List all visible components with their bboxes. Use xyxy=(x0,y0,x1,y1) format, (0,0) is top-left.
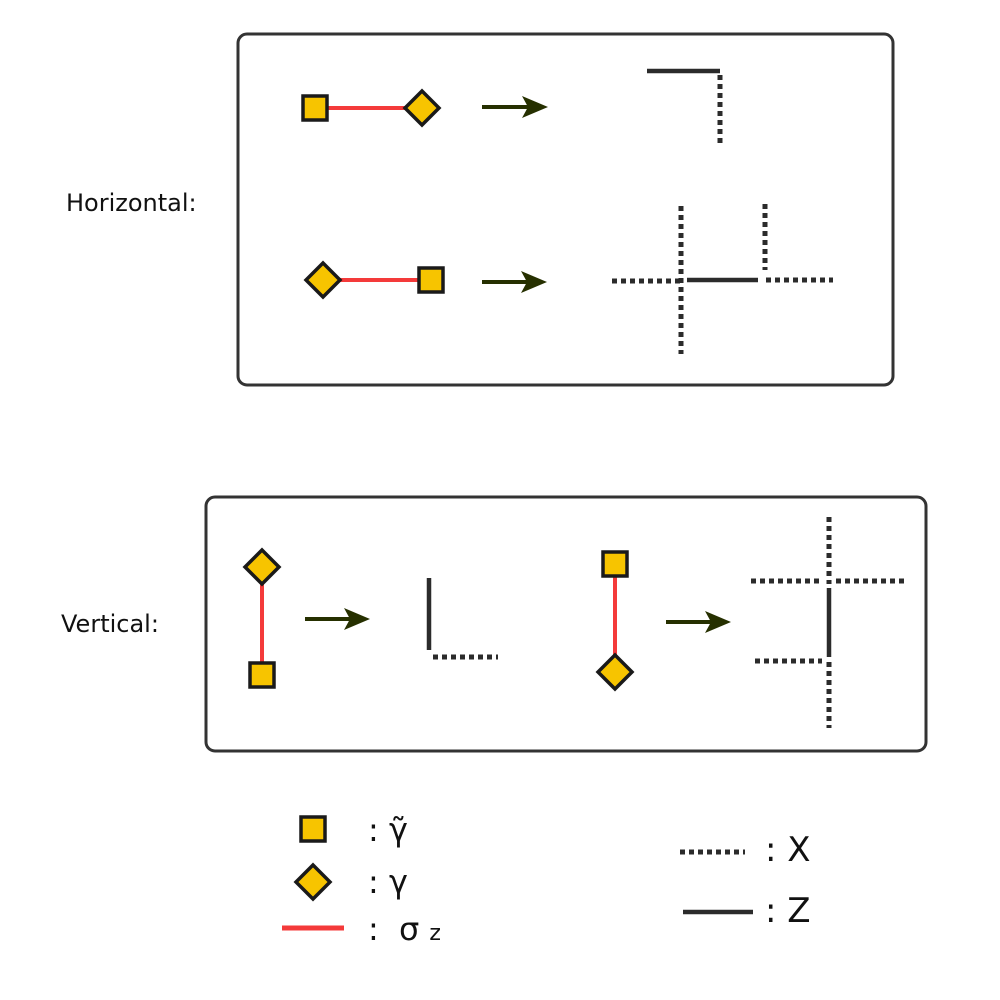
vertical-panel xyxy=(204,495,928,753)
horizontal-panel xyxy=(236,32,895,387)
gamma-diamond-icon xyxy=(304,261,342,299)
vertical-rule-1 xyxy=(243,548,498,689)
legend-x-label: : X xyxy=(765,830,811,870)
legend-item-gamma: : γ xyxy=(294,863,408,901)
arrow-icon xyxy=(666,611,731,633)
horizontal-label: Horizontal: xyxy=(66,189,197,217)
legend-item-z: : Z xyxy=(683,891,811,931)
horizontal-rule-2 xyxy=(304,204,833,354)
horizontal-panel-border xyxy=(236,32,895,387)
legend-item-x: : X xyxy=(680,830,811,870)
horizontal-rule-1 xyxy=(301,68,723,143)
gamma-tilde-square-icon xyxy=(417,266,445,294)
svg-text:: σ z: : σ z xyxy=(368,910,441,948)
square-marker-icon xyxy=(299,815,327,843)
legend-item-sigma-z: : σ z xyxy=(282,910,441,948)
legend-z-label: : Z xyxy=(765,891,811,931)
gamma-diamond-icon xyxy=(596,653,634,691)
gamma-tilde-square-icon xyxy=(301,94,329,122)
legend-gamma-label: : γ xyxy=(368,863,408,901)
legend-gamma-tilde-label: : γ̃ xyxy=(368,811,408,849)
arrow-icon xyxy=(482,271,547,293)
legend-sigma-z-colon: : xyxy=(368,910,379,948)
legend-sigma-z-sub: z xyxy=(429,921,441,946)
legend: : γ̃ : γ : σ z : X : Z xyxy=(282,811,811,948)
diamond-marker-icon xyxy=(294,863,332,901)
gamma-tilde-square-icon xyxy=(601,550,629,578)
vertical-rule-2 xyxy=(596,517,905,728)
vertical-label: Vertical: xyxy=(61,610,159,638)
arrow-icon xyxy=(305,608,370,630)
vertical-panel-border xyxy=(204,495,928,753)
legend-sigma-z-main: σ xyxy=(399,910,419,948)
gamma-diamond-icon xyxy=(403,89,441,127)
legend-item-gamma-tilde: : γ̃ xyxy=(299,811,408,849)
gamma-diamond-icon xyxy=(243,548,281,586)
arrow-icon xyxy=(482,96,548,118)
gamma-tilde-square-icon xyxy=(248,661,276,689)
